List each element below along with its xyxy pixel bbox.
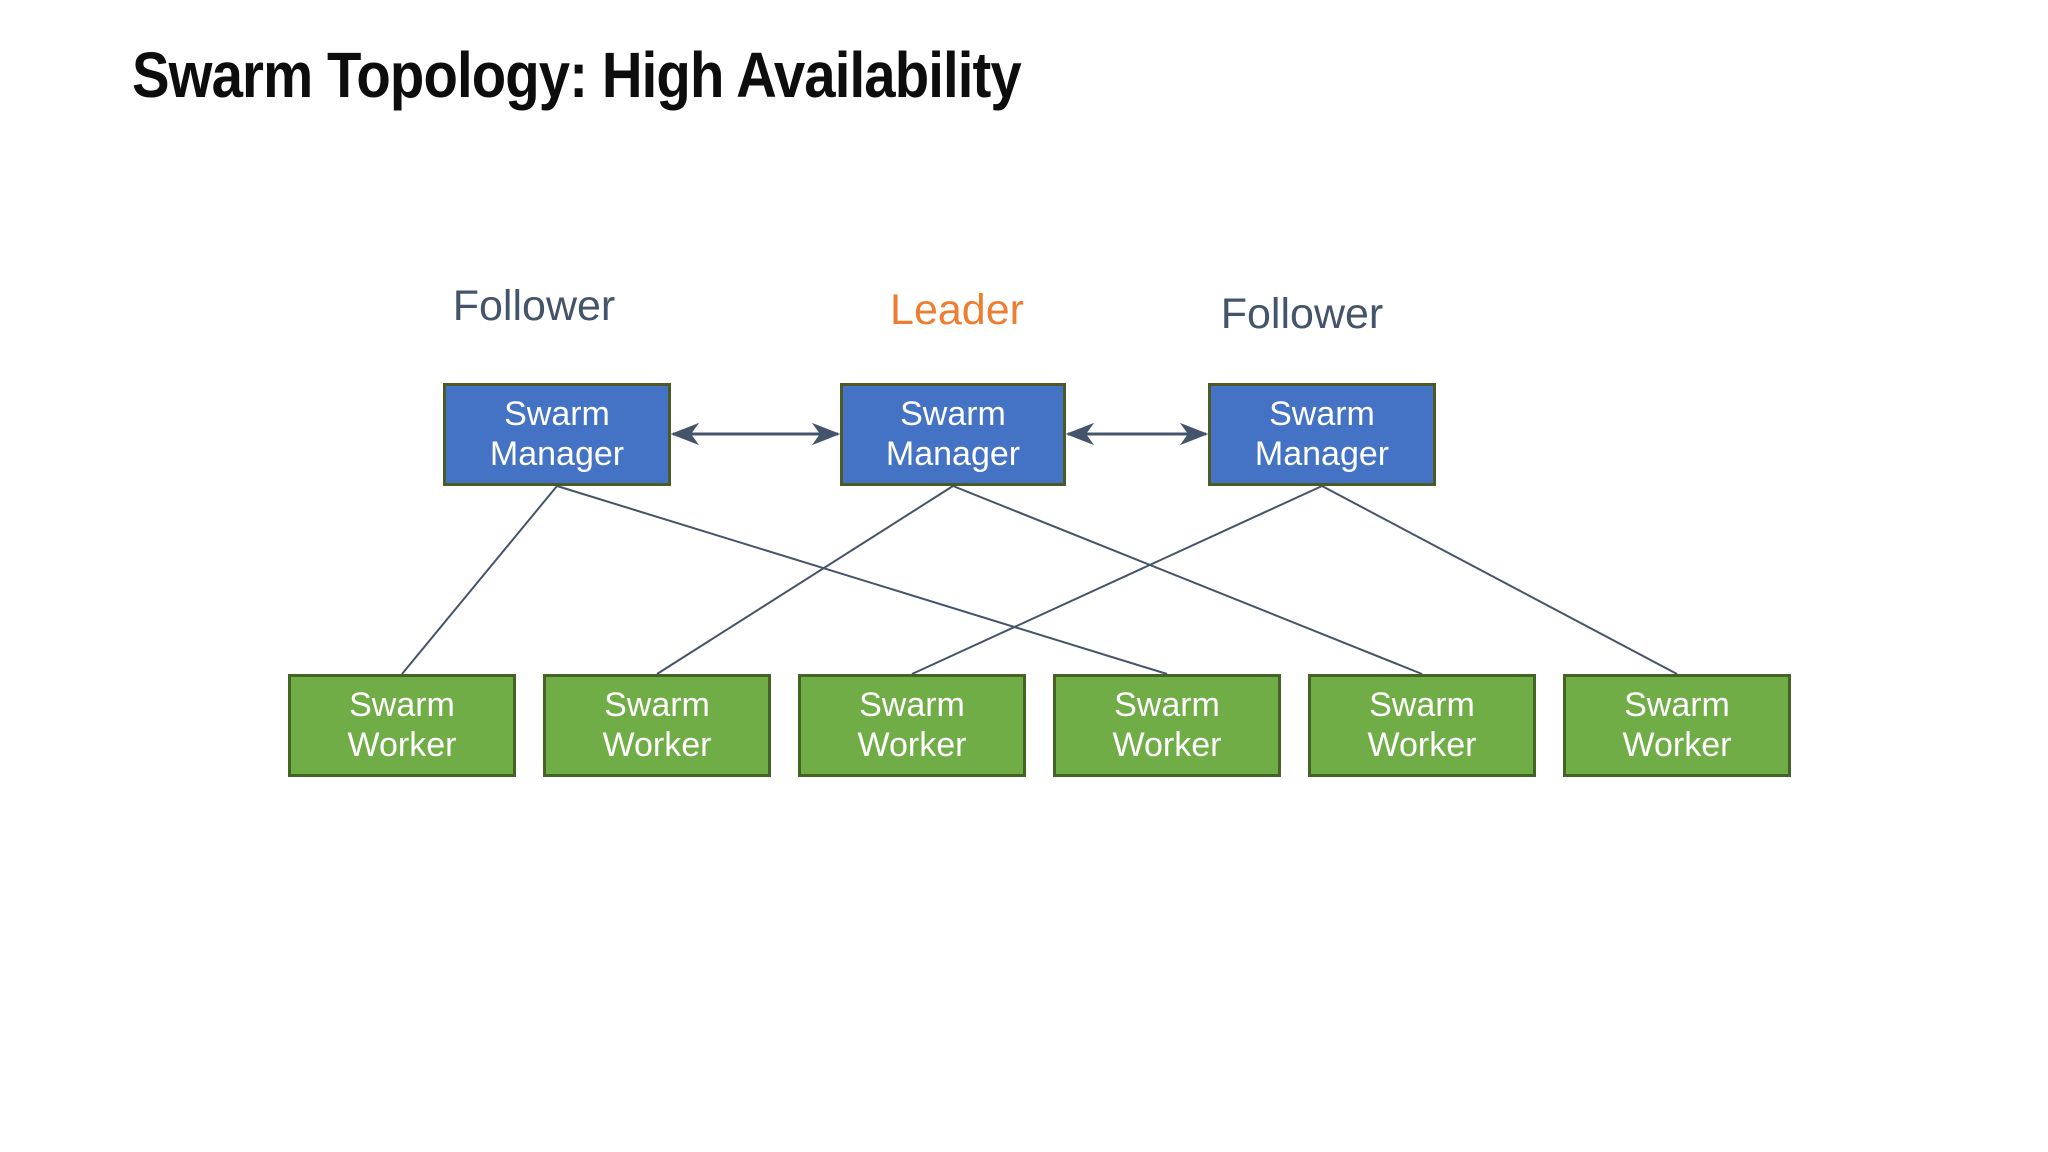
worker-label-line1: Swarm bbox=[604, 685, 710, 724]
manager-label-line2: Manager bbox=[489, 434, 625, 473]
manager-worker-edge bbox=[656, 485, 954, 675]
manager-node-follower-right: Swarm Manager bbox=[1208, 383, 1436, 486]
manager-node-follower-left: Swarm Manager bbox=[443, 383, 671, 486]
worker-label-line1: Swarm bbox=[1369, 685, 1475, 724]
worker-node-5: Swarm Worker bbox=[1308, 674, 1536, 777]
worker-label-line1: Swarm bbox=[349, 685, 455, 724]
worker-label-line2: Worker bbox=[347, 725, 457, 764]
manager-worker-edge bbox=[556, 485, 1168, 675]
manager-worker-edge bbox=[401, 485, 558, 675]
worker-label-line2: Worker bbox=[857, 725, 967, 764]
manager-worker-edge bbox=[952, 485, 1423, 675]
role-label-leader: Leader bbox=[890, 286, 1024, 334]
manager-label-line1: Swarm bbox=[1269, 394, 1375, 433]
manager-worker-edge bbox=[1321, 485, 1678, 675]
manager-label-line2: Manager bbox=[1254, 434, 1390, 473]
worker-label-line1: Swarm bbox=[1624, 685, 1730, 724]
worker-label-line2: Worker bbox=[602, 725, 712, 764]
role-label-follower-left: Follower bbox=[452, 282, 616, 330]
worker-node-6: Swarm Worker bbox=[1563, 674, 1791, 777]
worker-node-4: Swarm Worker bbox=[1053, 674, 1281, 777]
worker-label-line2: Worker bbox=[1367, 725, 1477, 764]
manager-label-line1: Swarm bbox=[900, 394, 1006, 433]
worker-label-line2: Worker bbox=[1112, 725, 1222, 764]
manager-node-leader: Swarm Manager bbox=[840, 383, 1066, 486]
worker-label-line1: Swarm bbox=[859, 685, 965, 724]
worker-node-2: Swarm Worker bbox=[543, 674, 771, 777]
role-label-follower-right: Follower bbox=[1220, 290, 1384, 338]
manager-label-line2: Manager bbox=[885, 434, 1021, 473]
manager-worker-edge bbox=[911, 485, 1323, 675]
worker-node-3: Swarm Worker bbox=[798, 674, 1026, 777]
worker-node-1: Swarm Worker bbox=[288, 674, 516, 777]
slide-title: Swarm Topology: High Availability bbox=[132, 39, 1022, 111]
manager-label-line1: Swarm bbox=[504, 394, 610, 433]
worker-label-line1: Swarm bbox=[1114, 685, 1220, 724]
worker-label-line2: Worker bbox=[1622, 725, 1732, 764]
